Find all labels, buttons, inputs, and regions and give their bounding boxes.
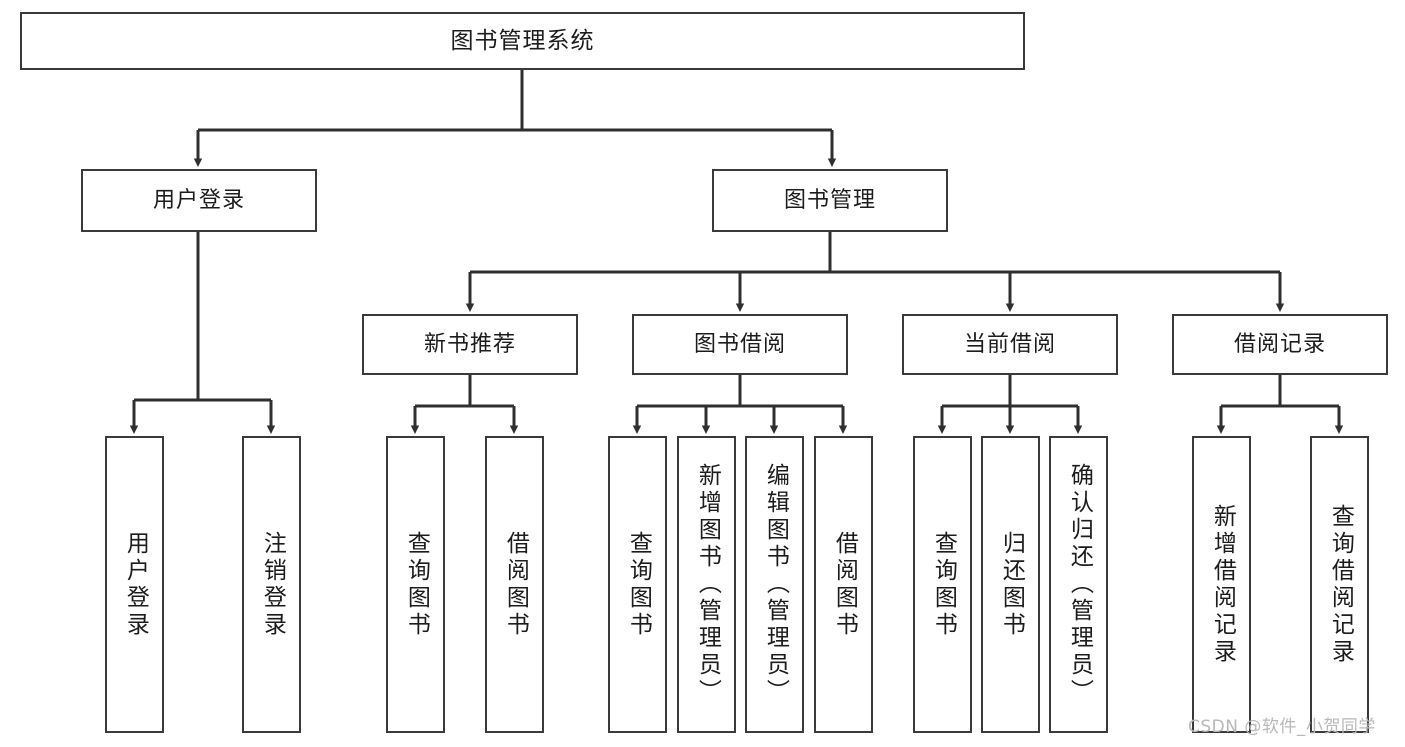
node-label: 图书借阅: [693, 331, 786, 357]
leaf-book-borrow-borrow[interactable]: 借阅图书: [814, 436, 873, 733]
leaf-user-login-login[interactable]: 用户登录: [105, 436, 164, 733]
node-label: 借阅图书: [502, 530, 529, 639]
leaf-current-borrow-query[interactable]: 查询图书: [913, 436, 972, 733]
node-label: 借阅图书: [831, 530, 858, 639]
node-label: 查询图书: [930, 530, 957, 639]
node-label: 用户登录: [152, 187, 245, 213]
leaf-user-login-logout[interactable]: 注销登录: [242, 436, 301, 733]
csdn-watermark: CSDN @软件_小贺同学: [1188, 717, 1376, 737]
leaf-book-borrow-query[interactable]: 查询图书: [608, 436, 667, 733]
node-new-book-recommend[interactable]: 新书推荐: [362, 314, 578, 375]
leaf-borrow-record-add[interactable]: 新增借阅记录: [1192, 436, 1251, 733]
node-root-system[interactable]: 图书管理系统: [20, 12, 1025, 70]
node-label: 编辑图书（管理员）: [762, 463, 789, 706]
node-label: 查询图书: [403, 530, 430, 639]
node-label: 新增图书（管理员）: [694, 463, 721, 706]
node-label: 归还图书: [998, 530, 1025, 639]
leaf-current-borrow-confirm-return[interactable]: 确认归还（管理员）: [1049, 436, 1108, 733]
leaf-new-book-borrow[interactable]: 借阅图书: [485, 436, 544, 733]
node-label: 注销登录: [259, 530, 286, 639]
node-label: 确认归还（管理员）: [1066, 463, 1093, 706]
node-label: 用户登录: [122, 530, 149, 639]
node-book-borrow[interactable]: 图书借阅: [632, 314, 848, 375]
leaf-book-borrow-add[interactable]: 新增图书（管理员）: [677, 436, 736, 733]
node-label: 新书推荐: [423, 331, 516, 357]
leaf-book-borrow-edit[interactable]: 编辑图书（管理员）: [745, 436, 804, 733]
node-label: 图书管理: [783, 187, 876, 213]
leaf-current-borrow-return[interactable]: 归还图书: [981, 436, 1040, 733]
node-label: 新增借阅记录: [1209, 503, 1236, 666]
leaf-borrow-record-query[interactable]: 查询借阅记录: [1310, 436, 1369, 733]
node-label: 图书管理系统: [450, 27, 595, 54]
node-label: 查询借阅记录: [1327, 503, 1354, 666]
node-current-borrow[interactable]: 当前借阅: [902, 314, 1118, 375]
node-book-management[interactable]: 图书管理: [712, 169, 948, 232]
leaf-new-book-query[interactable]: 查询图书: [386, 436, 445, 733]
node-user-login[interactable]: 用户登录: [81, 169, 317, 232]
node-borrow-record[interactable]: 借阅记录: [1172, 314, 1388, 375]
node-label: 当前借阅: [963, 331, 1056, 357]
node-label: 查询图书: [625, 530, 652, 639]
node-label: 借阅记录: [1233, 331, 1326, 357]
